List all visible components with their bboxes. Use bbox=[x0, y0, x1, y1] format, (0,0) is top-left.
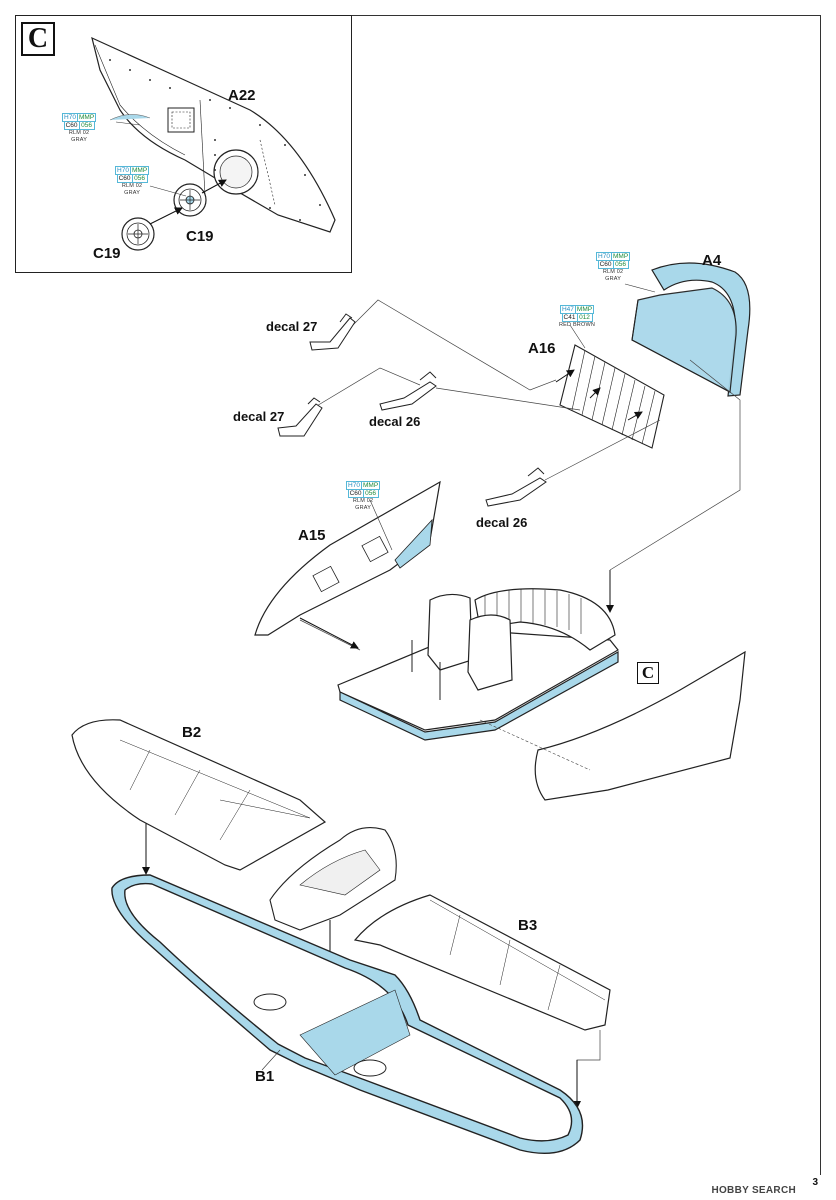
watermark-text: HOBBY SEARCH bbox=[711, 1185, 796, 1196]
page-frame bbox=[15, 15, 821, 1175]
paint-a15-h: H70 bbox=[346, 481, 362, 490]
paint-a15-code: 056 bbox=[363, 490, 379, 498]
cockpit-floor-assembly bbox=[337, 588, 619, 741]
label-b3: B3 bbox=[518, 917, 538, 934]
paint-a4-name2: GRAY bbox=[605, 276, 622, 282]
paint-c19-code: 056 bbox=[132, 175, 148, 183]
paint-c19-name2: GRAY bbox=[124, 190, 141, 196]
paint-a15-mmp: MMP bbox=[362, 481, 381, 490]
part-c19-wheel-b bbox=[121, 217, 155, 251]
paint-a4-h: H70 bbox=[596, 252, 612, 261]
decal-26-b bbox=[485, 467, 547, 507]
label-b1: B1 bbox=[255, 1068, 275, 1085]
paint-a4-mmp: MMP bbox=[612, 252, 631, 261]
label-decal-26-a: decal 26 bbox=[369, 414, 421, 429]
paint-a4-name1: RLM 02 bbox=[602, 269, 624, 275]
paint-a15-c: C60 bbox=[347, 490, 364, 498]
label-c19-a: C19 bbox=[186, 228, 214, 245]
label-a4: A4 bbox=[702, 252, 722, 269]
paint-a22-name1: RLM 02 bbox=[68, 130, 90, 136]
paint-a16-h: H47 bbox=[559, 305, 576, 314]
part-b1 bbox=[111, 874, 584, 1155]
label-decal-27-a: decal 27 bbox=[266, 319, 318, 334]
decal-26-a bbox=[379, 371, 437, 411]
paint-c19-mmp: MMP bbox=[131, 166, 150, 175]
paint-c19-name1: RLM 02 bbox=[121, 183, 143, 189]
paint-a16-name1: RED BROWN bbox=[559, 322, 596, 328]
paint-a22-mmp: MMP bbox=[78, 113, 97, 122]
decal-27-a bbox=[309, 313, 356, 351]
label-b2: B2 bbox=[182, 724, 202, 741]
label-a16: A16 bbox=[528, 340, 556, 357]
paint-c19-c: C60 bbox=[116, 175, 133, 183]
paint-a22-h: H70 bbox=[62, 113, 78, 122]
decal-27-b bbox=[277, 397, 323, 437]
part-a4 bbox=[631, 262, 751, 397]
label-a22: A22 bbox=[228, 87, 256, 104]
cockpit-tub bbox=[269, 827, 397, 931]
section-letter-c: C bbox=[21, 22, 55, 56]
paint-a16-c: C41 bbox=[561, 314, 578, 322]
section-c-side-panel bbox=[534, 650, 746, 801]
section-c-inset bbox=[15, 15, 352, 273]
paint-a16-mmp: MMP bbox=[575, 305, 595, 314]
label-decal-26-b: decal 26 bbox=[476, 515, 528, 530]
part-a15 bbox=[254, 480, 441, 636]
paint-c19-h: H70 bbox=[115, 166, 131, 175]
part-b3 bbox=[353, 894, 611, 1031]
part-c19-wheel-a bbox=[173, 183, 207, 217]
part-b2 bbox=[71, 719, 327, 871]
part-a16 bbox=[559, 344, 665, 449]
paint-a16-code: 012 bbox=[577, 314, 593, 322]
part-a22 bbox=[91, 36, 336, 233]
paint-a22-code: 056 bbox=[79, 122, 95, 130]
paint-a4-code: 056 bbox=[613, 261, 629, 269]
paint-a15-name2: GRAY bbox=[355, 505, 372, 511]
page-number: 3 bbox=[812, 1177, 818, 1188]
paint-a22-name2: GRAY bbox=[71, 137, 88, 143]
label-a15: A15 bbox=[298, 527, 326, 544]
paint-a4-c: C60 bbox=[597, 261, 614, 269]
paint-a15-name1: RLM 02 bbox=[352, 498, 374, 504]
section-letter-c-small: C bbox=[637, 662, 659, 684]
a22-rivets bbox=[109, 59, 321, 221]
label-decal-27-b: decal 27 bbox=[233, 409, 285, 424]
a22-paint-area bbox=[109, 114, 151, 121]
label-c19-b: C19 bbox=[93, 245, 121, 262]
paint-a22-c: C60 bbox=[63, 122, 80, 130]
